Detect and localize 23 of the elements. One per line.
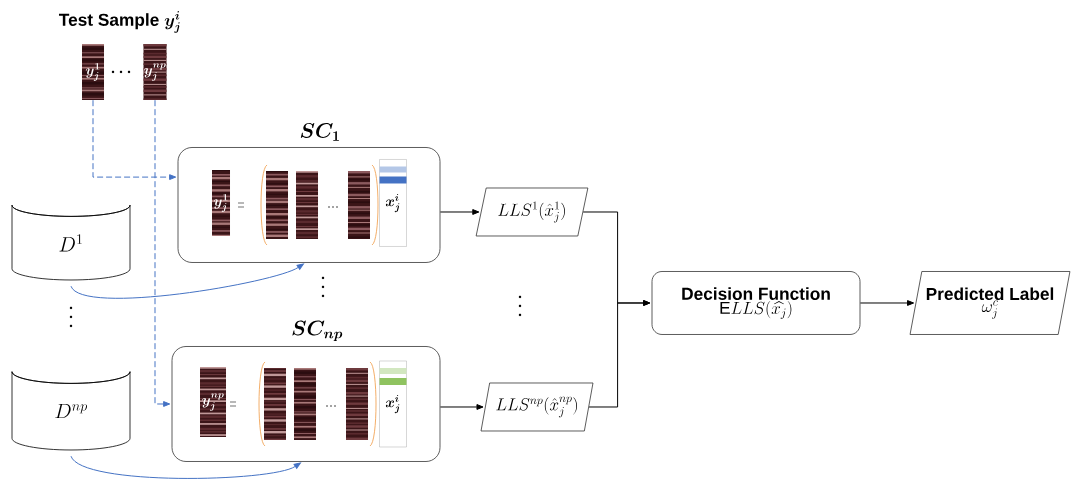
arrow xyxy=(154,99,171,407)
figure-title: $\textbf{Test Sample}\ \boldsymbol{y_j^i}$ xyxy=(59,11,180,33)
arrow xyxy=(859,300,915,306)
striped-bar: $\boldsymbol{y_j^{np}}$ xyxy=(200,367,226,437)
coefficient-vector: $\boldsymbol{x_j^i}$ xyxy=(379,360,407,448)
data-parallelogram: $LLS^1(\hat{x}_j^1)$ xyxy=(475,187,589,237)
data-parallelogram: $LLS^{np}(\hat{x}_j^{np})$ xyxy=(480,382,594,432)
arrow xyxy=(588,300,651,408)
database-cylinder: $D^{np}$ xyxy=(11,371,131,451)
arrow xyxy=(70,455,301,479)
striped-bar: $\boldsymbol{y_j^1}$ xyxy=(212,170,230,236)
process-box: Decision Function $\mathrm{E}LLS(\widehat{x_j})$ xyxy=(651,271,861,335)
database-cylinder: $D^1$ xyxy=(11,204,131,281)
panel-title: $\boldsymbol{SC_1}$ xyxy=(300,123,339,141)
arrow xyxy=(92,99,177,180)
arrow xyxy=(439,404,484,410)
striped-bar: $\boldsymbol{y_j^{np}}$ xyxy=(143,44,167,100)
arrow xyxy=(70,263,304,299)
data-parallelogram: Predicted Label $\omega_j^c$ xyxy=(909,271,1071,335)
striped-bar: $\boldsymbol{y_j^1}$ xyxy=(82,44,104,100)
panel-title: $\boldsymbol{SC_{np}}$ xyxy=(292,320,343,342)
coefficient-vector: $\boldsymbol{x_j^i}$ xyxy=(379,159,407,247)
arrow xyxy=(439,209,480,215)
